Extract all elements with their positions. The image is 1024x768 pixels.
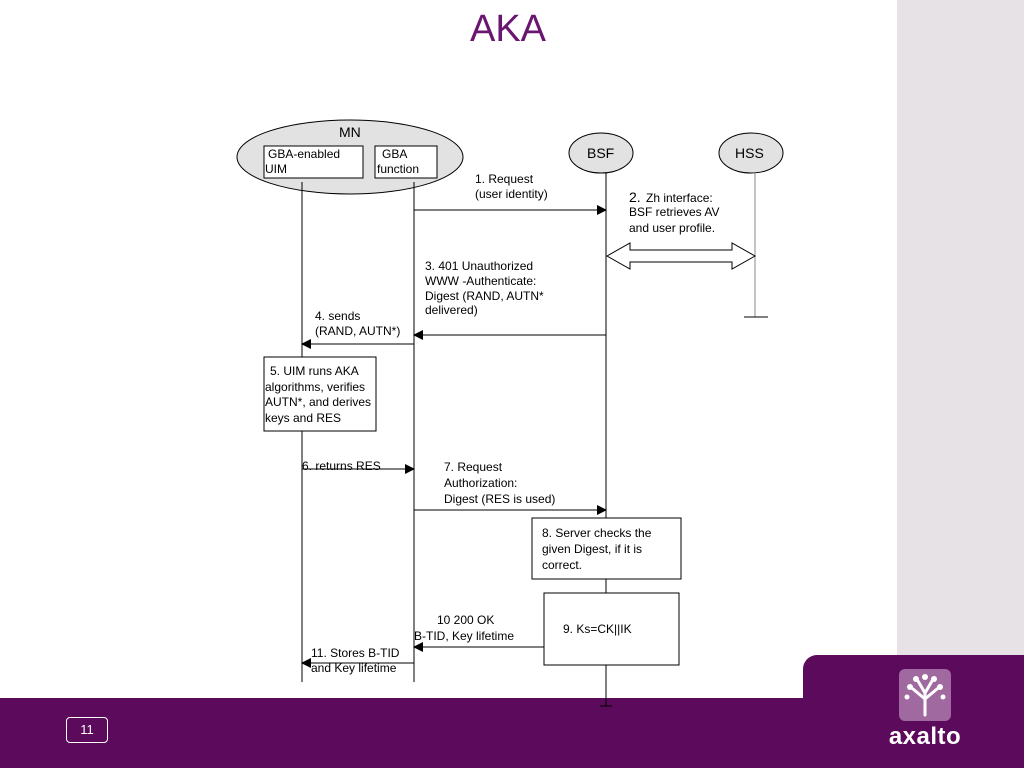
step1-line-2: (user identity) bbox=[475, 187, 548, 201]
bsf-entity: BSF bbox=[568, 132, 634, 174]
step7-line-3: Digest (RES is used) bbox=[444, 492, 555, 506]
step2-line-2: BSF retrieves AV bbox=[629, 205, 719, 219]
step8-line-2: given Digest, if it is bbox=[542, 542, 642, 556]
uim-box-line-1: GBA-enabled bbox=[268, 147, 340, 161]
step11-line-1: 11. Stores B-TID bbox=[311, 646, 400, 660]
step2-line-3: and user profile. bbox=[629, 221, 715, 235]
page-number-badge: 11 bbox=[66, 717, 108, 743]
side-decoration-panel bbox=[897, 0, 1024, 768]
step5-line-1: 5. UIM runs AKA bbox=[270, 364, 359, 378]
hss-label: HSS bbox=[735, 145, 764, 161]
tree-icon bbox=[899, 669, 951, 721]
step7-line-1: 7. Request bbox=[444, 460, 503, 474]
step5-line-2: algorithms, verifies bbox=[265, 380, 365, 394]
step7-line-2: Authorization: bbox=[444, 476, 517, 490]
step8-box bbox=[531, 517, 682, 580]
step5-box bbox=[263, 356, 377, 432]
step2-number: 2. bbox=[629, 189, 641, 205]
step2-line-1: Zh interface: bbox=[646, 191, 713, 205]
uim-box-line-2: UIM bbox=[265, 162, 287, 176]
gba-enabled-uim-box bbox=[263, 145, 364, 179]
step3-line-3: Digest (RAND, AUTN* bbox=[425, 289, 544, 303]
step10-line-1: 10 200 OK bbox=[437, 613, 494, 627]
slide-title: AKA bbox=[469, 8, 547, 50]
mn-entity: MN GBA-enabled UIM GBA function bbox=[236, 119, 464, 195]
step4-line-2: (RAND, AUTN*) bbox=[315, 324, 400, 338]
mn-label: MN bbox=[339, 124, 361, 140]
step4-line-1: 4. sends bbox=[315, 309, 360, 323]
step3-line-4: delivered) bbox=[425, 303, 478, 317]
gba-function-box bbox=[374, 145, 438, 179]
hss-entity: HSS bbox=[718, 132, 784, 174]
step5-line-4: keys and RES bbox=[265, 411, 341, 425]
step3-line-2: WWW -Authenticate: bbox=[425, 274, 536, 288]
step6-label: 6. returns RES bbox=[302, 459, 381, 473]
gba-box-line-1: GBA bbox=[382, 147, 407, 161]
step2-double-arrow bbox=[605, 242, 757, 270]
step11-line-2: and Key lifetime bbox=[311, 661, 397, 675]
step5-line-3: AUTN*, and derives bbox=[265, 395, 371, 409]
company-logo-text: axalto bbox=[888, 723, 962, 750]
step10-line-2: B-TID, Key lifetime bbox=[414, 629, 514, 643]
step1-line-1: 1. Request bbox=[475, 172, 534, 186]
step8-line-1: 8. Server checks the bbox=[542, 526, 652, 540]
step8-line-3: correct. bbox=[542, 558, 582, 572]
step9-box bbox=[543, 592, 680, 666]
bsf-label: BSF bbox=[587, 145, 614, 161]
step3-line-1: 3. 401 Unauthorized bbox=[425, 259, 533, 273]
step9-label: 9. Ks=CK||IK bbox=[563, 622, 632, 636]
gba-box-line-2: function bbox=[377, 162, 419, 176]
